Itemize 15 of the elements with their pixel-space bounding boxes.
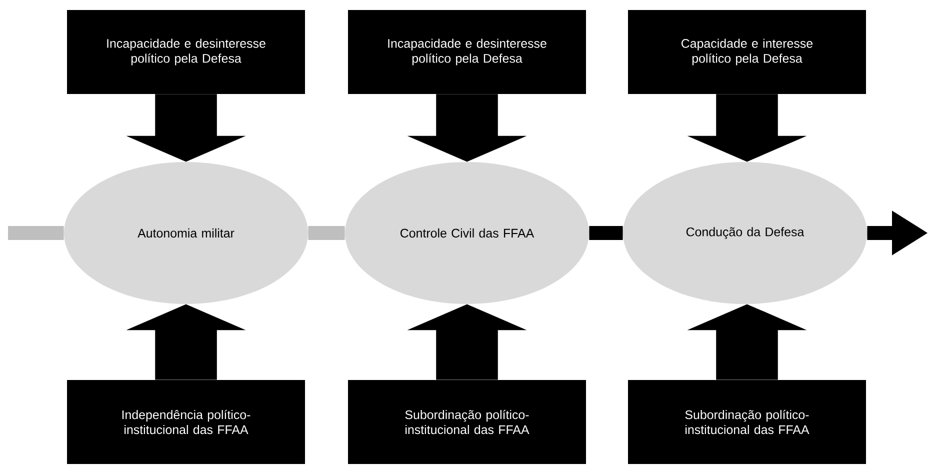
factor-box: Incapacidade e desinteresse político pela Defesa xyxy=(67,10,305,94)
block-arrow xyxy=(687,94,807,162)
block-arrow xyxy=(407,94,527,162)
factor-box: Independência político-institucional das FFAA xyxy=(67,380,305,464)
factor-box: Capacidade e interesse político pela Defesa xyxy=(628,10,866,94)
block-arrow xyxy=(687,304,807,380)
factor-box: Incapacidade e desinteresse político pela Defesa xyxy=(348,10,586,94)
timeline-line xyxy=(8,226,64,240)
factor-box: Subordinação político-institucional das FFAA xyxy=(628,380,866,464)
factor-box: Subordinação político-institucional das FFAA xyxy=(348,380,586,464)
block-arrow xyxy=(126,304,246,380)
block-arrow xyxy=(126,94,246,162)
block-arrow xyxy=(407,304,527,380)
timeline-line xyxy=(589,226,623,240)
timeline-line xyxy=(308,226,345,240)
